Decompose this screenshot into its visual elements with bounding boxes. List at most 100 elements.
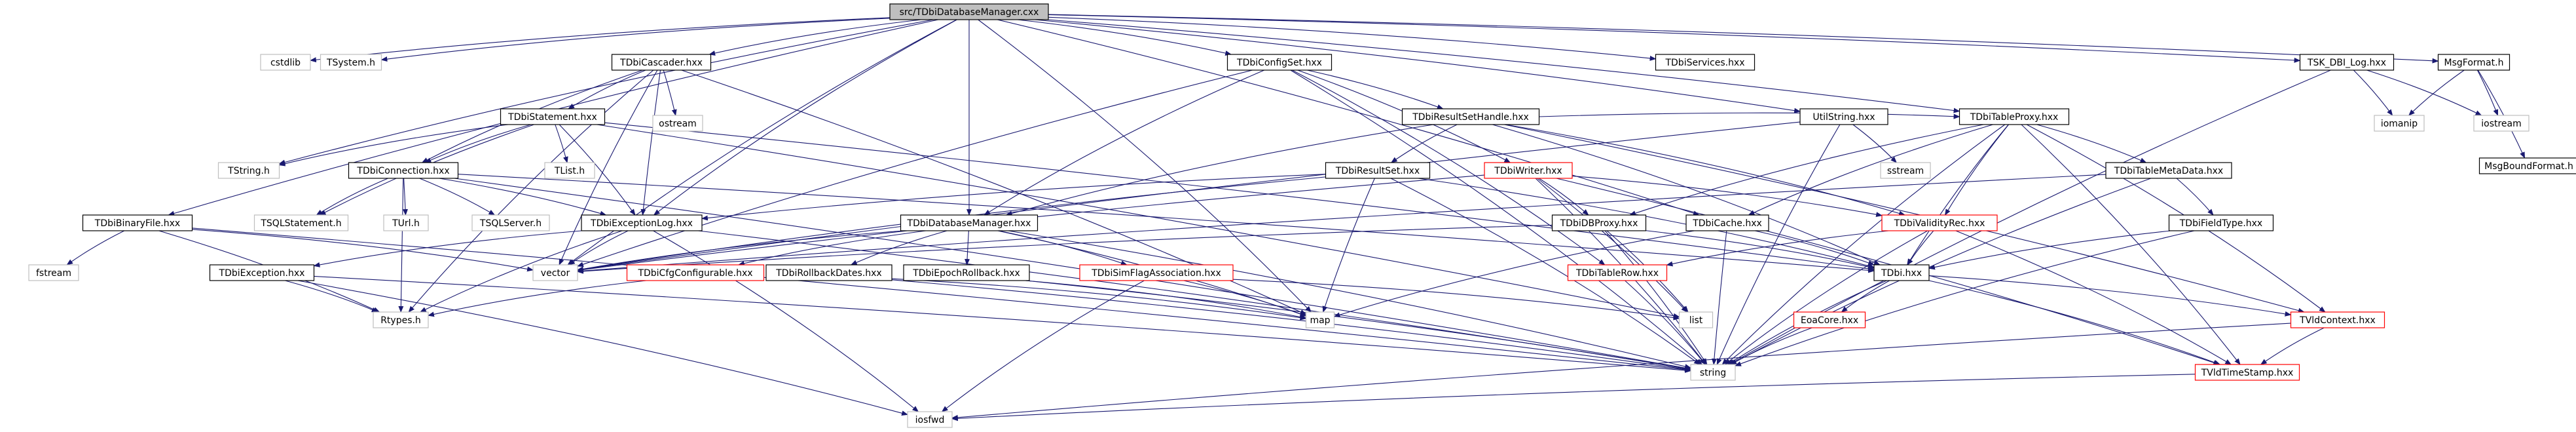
- node-box: [1226, 54, 1333, 71]
- edge-tableproxy-to-string: [1721, 124, 2006, 365]
- node-tsqlstatement[interactable]: TSQLStatement.h: [253, 214, 349, 231]
- node-cache[interactable]: TDbiCache.hxx: [1685, 214, 1769, 231]
- node-statement[interactable]: TDbiStatement.hxx: [500, 108, 606, 125]
- node-resultset[interactable]: TDbiResultSet.hxx: [1325, 162, 1431, 179]
- node-label: TDbiServices.hxx: [1665, 58, 1744, 68]
- edge-validityrec-to-tablerow: [1666, 230, 1889, 267]
- node-root[interactable]: src/TDbiDatabaseManager.cxx: [889, 3, 1049, 20]
- node-tsystem[interactable]: TSystem.h: [320, 54, 382, 71]
- node-vldtimestamp[interactable]: TVldTimeStamp.hxx: [2194, 364, 2300, 381]
- node-dbi[interactable]: TDbi.hxx: [1873, 264, 1930, 281]
- edge-root-to-cstdlib: [310, 17, 891, 63]
- node-rollbackdates[interactable]: TDbiRollbackDates.hxx: [765, 264, 892, 281]
- edge-validityrec-to-string: [1724, 230, 1928, 365]
- edge-dbmanager-to-vector: [577, 230, 904, 272]
- node-tablerow[interactable]: TDbiTableRow.hxx: [1567, 264, 1668, 281]
- edge-simflag-to-map: [1183, 280, 1307, 317]
- node-eoacore[interactable]: EoaCore.hxx: [1793, 311, 1866, 328]
- node-epochrollback[interactable]: TDbiEpochRollback.hxx: [903, 264, 1030, 281]
- edge-tableproxy-to-dbiproxy: [1629, 124, 1984, 216]
- node-writer[interactable]: TDbiWriter.hxx: [1484, 162, 1573, 179]
- node-map[interactable]: map: [1305, 311, 1335, 328]
- node-tstring[interactable]: TString.h: [217, 162, 280, 179]
- node-tsqlserver[interactable]: TSQLServer.h: [471, 214, 550, 231]
- node-label: TDbiResultSetHandle.hxx: [1412, 112, 1529, 123]
- node-dbiproxy[interactable]: TDbiDBProxy.hxx: [1551, 214, 1647, 231]
- node-connection[interactable]: TDbiConnection.hxx: [348, 162, 459, 179]
- node-vector[interactable]: vector: [532, 264, 578, 281]
- edge-utilstring-to-vector: [577, 121, 1801, 272]
- node-box: [889, 3, 1049, 20]
- node-cascader[interactable]: TDbiCascader.hxx: [611, 54, 712, 71]
- edge-exception-to-string: [314, 275, 1691, 373]
- node-iosfwd[interactable]: iosfwd: [907, 411, 953, 428]
- node-tskdbilog[interactable]: TSK_DBI_Log.hxx: [2299, 54, 2395, 71]
- node-box: [1678, 311, 1714, 328]
- node-iomanip[interactable]: iomanip: [2374, 115, 2425, 132]
- node-box: [1873, 264, 1930, 281]
- node-box: [1401, 108, 1540, 125]
- edge-tableproxy-to-validityrec: [1944, 124, 2009, 216]
- node-label: TDbiValidityRec.hxx: [1894, 218, 1985, 229]
- node-box: [2290, 311, 2385, 328]
- edge-configset-to-dbmanager: [984, 69, 1264, 216]
- node-exception[interactable]: TDbiException.hxx: [209, 264, 315, 281]
- node-iostream[interactable]: iostream: [2473, 115, 2530, 132]
- node-msgboundformat[interactable]: MsgBoundFormat.h: [2478, 157, 2576, 174]
- node-box: [82, 214, 193, 231]
- node-label: TDbiCascader.hxx: [619, 58, 703, 68]
- edge-dbmanager-to-string: [1008, 230, 1691, 369]
- edge-tableproxy-to-vldtimestamp: [2021, 124, 2241, 365]
- edge-binaryfile-to-string: [192, 227, 1691, 372]
- node-string[interactable]: string: [1690, 364, 1736, 381]
- node-fstream[interactable]: fstream: [28, 264, 79, 281]
- edge-exceptionlog-to-iosfwd: [653, 230, 919, 412]
- edge-cascader-to-exceptionlog: [640, 69, 661, 216]
- node-tablemetadata[interactable]: TDbiTableMetaData.hxx: [2105, 162, 2232, 179]
- node-turl[interactable]: TUrl.h: [383, 214, 429, 231]
- node-utilstring[interactable]: UtilString.hxx: [1799, 108, 1888, 125]
- edge-statement-to-tlist: [555, 124, 568, 163]
- node-resultsethandle[interactable]: TDbiResultSetHandle.hxx: [1401, 108, 1540, 125]
- node-validityrec[interactable]: TDbiValidityRec.hxx: [1881, 214, 1998, 231]
- node-vldcontext[interactable]: TVldContext.hxx: [2290, 311, 2385, 328]
- node-configset[interactable]: TDbiConfigSet.hxx: [1226, 54, 1333, 71]
- edge-dbiproxy-to-dbi: [1646, 230, 1875, 269]
- node-msgformat[interactable]: MsgFormat.h: [2437, 54, 2511, 71]
- node-cstdlib[interactable]: cstdlib: [260, 54, 311, 71]
- node-tableproxy[interactable]: TDbiTableProxy.hxx: [1959, 108, 2070, 125]
- node-simflag[interactable]: TDbiSimFlagAssociation.hxx: [1079, 264, 1234, 281]
- node-box: [471, 214, 550, 231]
- node-label: TDbiRollbackDates.hxx: [775, 268, 881, 279]
- node-box: [1881, 214, 1998, 231]
- node-exceptionlog[interactable]: TDbiExceptionLog.hxx: [581, 214, 703, 231]
- node-sstream[interactable]: sstream: [1880, 162, 1931, 179]
- node-ostream[interactable]: ostream: [652, 115, 703, 132]
- edge-simflag-to-iosfwd: [941, 280, 1145, 412]
- edge-fieldtype-to-dbi: [1928, 230, 2171, 270]
- node-box: [1655, 54, 1756, 71]
- node-services[interactable]: TDbiServices.hxx: [1655, 54, 1756, 71]
- edge-tableproxy-to-cache: [1748, 124, 1993, 216]
- edge-connection-to-tsqlstatement: [316, 178, 388, 216]
- node-rtypes[interactable]: Rtypes.h: [373, 311, 429, 328]
- node-label: TDbiEpochRollback.hxx: [912, 268, 1020, 279]
- node-box: [765, 264, 892, 281]
- edge-resultsethandle-to-validityrec: [1505, 124, 1905, 216]
- node-list[interactable]: list: [1678, 311, 1714, 328]
- edge-exceptionlog-to-vector: [568, 230, 629, 265]
- edge-validityrec-to-dbi: [1907, 230, 1934, 265]
- node-binaryfile[interactable]: TDbiBinaryFile.hxx: [82, 214, 193, 231]
- node-box: [2374, 115, 2425, 132]
- edge-resultset-to-string: [1390, 178, 1701, 365]
- node-dbmanager[interactable]: TDbiDatabaseManager.hxx: [900, 214, 1039, 231]
- node-cfgconfigurable[interactable]: TDbiCfgConfigurable.hxx: [626, 264, 765, 281]
- node-box: [2437, 54, 2511, 71]
- node-box: [903, 264, 1030, 281]
- node-label: iostream: [2481, 119, 2522, 129]
- node-fieldtype[interactable]: TDbiFieldType.hxx: [2168, 214, 2274, 231]
- node-tlist[interactable]: TList.h: [544, 162, 595, 179]
- edge-tablemetadata-to-vector: [577, 174, 2107, 274]
- edge-resultset-to-exceptionlog: [701, 174, 1326, 221]
- edge-statement-to-dbi: [604, 122, 1875, 271]
